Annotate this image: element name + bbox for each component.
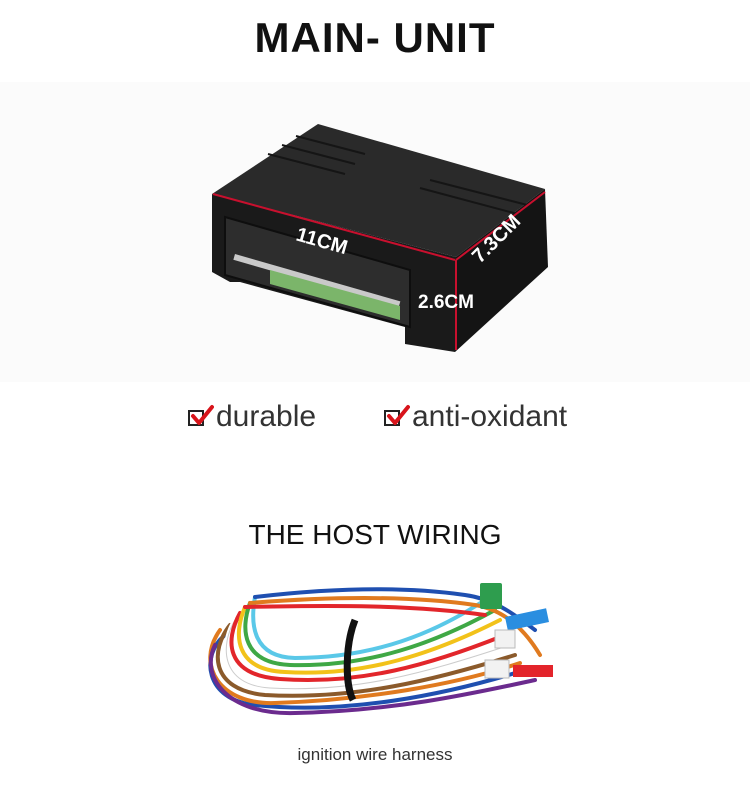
length-dimension-line	[212, 193, 456, 261]
height-label: 2.6CM	[418, 292, 474, 313]
checkbox-checked-icon	[188, 405, 214, 428]
connector-pins	[233, 253, 401, 308]
checkbox-checked-icon	[384, 405, 410, 428]
feature-anti-oxidant: anti-oxidant	[384, 400, 567, 434]
host-wiring-title: THE HOST WIRING	[248, 519, 502, 550]
green-connector	[480, 583, 502, 609]
unit-top-grooves	[267, 135, 536, 217]
blue-fuse	[505, 608, 549, 631]
feature-label-durable: durable	[216, 400, 317, 433]
unit-top-face	[212, 124, 545, 257]
wire-harness-image	[208, 583, 553, 716]
main-unit-title: MAIN- UNIT	[254, 14, 496, 61]
cable-tie	[343, 618, 359, 702]
control-unit-image: 11CM 7.3CM 2.6CM	[212, 124, 548, 352]
white-connector	[494, 629, 516, 649]
width-dimension-line	[455, 191, 546, 261]
pcb-strip	[270, 270, 400, 320]
harness-caption: ignition wire harness	[297, 745, 453, 764]
unit-right-face	[455, 189, 548, 352]
feature-label-anti-oxidant: anti-oxidant	[412, 400, 568, 433]
feature-durable: durable	[188, 400, 316, 434]
white-connector-2	[484, 659, 510, 679]
red-fuse	[513, 665, 553, 677]
feature-list: durable anti-oxidant	[0, 400, 750, 444]
